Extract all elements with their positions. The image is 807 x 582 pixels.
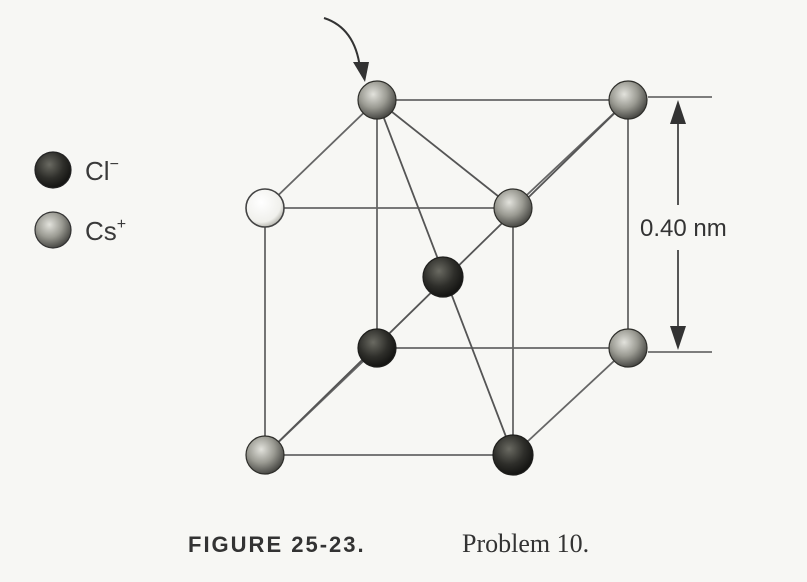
pointer-arrow (323, 17, 369, 82)
dimension-arrow-down (670, 326, 686, 350)
atom-chloride (492, 434, 534, 476)
edge-conn-bottom-right (512, 347, 629, 456)
atom-vacancy (245, 188, 285, 228)
atoms (245, 80, 648, 476)
caption-text: Problem 10. (462, 529, 589, 558)
atom-cesium-highlighted (357, 80, 397, 120)
legend-cesium-swatch (34, 211, 72, 249)
atom-cesium (493, 188, 533, 228)
legend-cesium-label: Cs+ (85, 216, 126, 246)
dimension-label: 0.40 nm (640, 215, 727, 242)
atom-cesium (245, 435, 285, 475)
caption-figure-number: FIGURE 25-23. (188, 532, 366, 557)
legend: Cl− Cs+ (34, 151, 126, 249)
legend-chloride-swatch (34, 151, 72, 189)
edge-conn-top-left (264, 99, 378, 209)
atom-cesium (608, 328, 648, 368)
atom-cesium (608, 80, 648, 120)
atom-chloride-center (422, 256, 464, 298)
dimension-arrow-up (670, 100, 686, 124)
figure-caption: FIGURE 25-23. Problem 10. (188, 529, 589, 558)
pointer-arrow-shaft (323, 17, 361, 69)
dimension-annotation: 0.40 nm (640, 96, 727, 353)
atom-chloride (357, 328, 397, 368)
pointer-arrow-head (353, 62, 369, 82)
legend-chloride-label: Cl− (85, 156, 119, 186)
diag-backtop-to-frontright (376, 99, 514, 209)
